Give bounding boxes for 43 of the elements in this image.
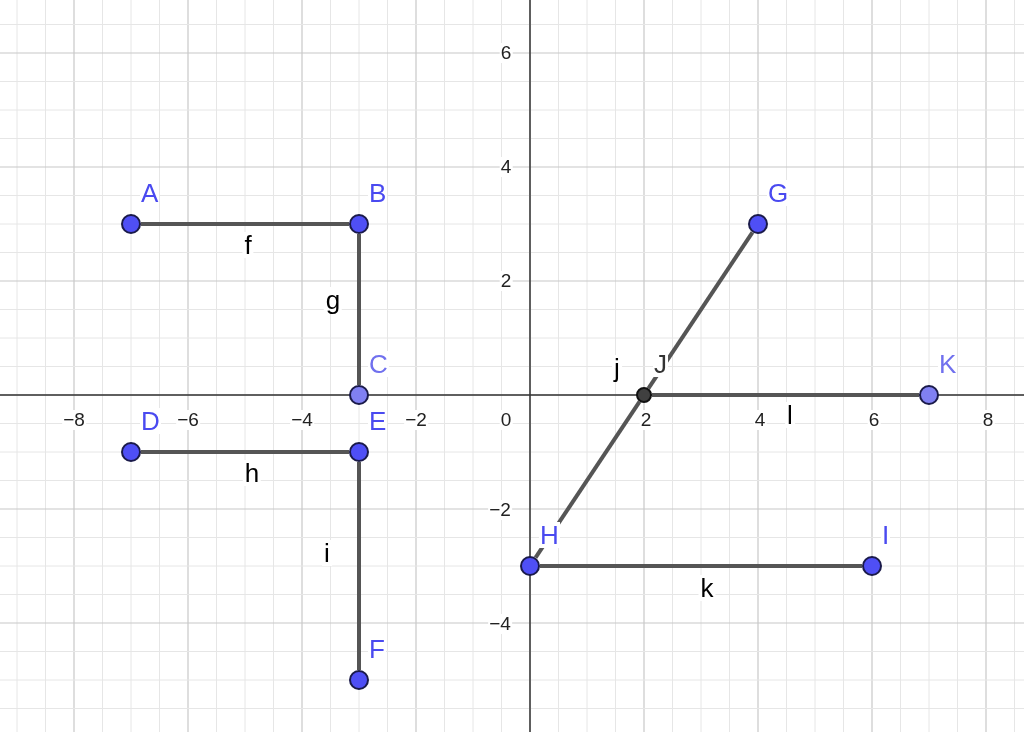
point-marker (121, 442, 141, 462)
tick-label: 0 (499, 410, 513, 430)
point-label: H (539, 522, 560, 548)
tick-label: −6 (176, 410, 200, 430)
line-segment (540, 564, 862, 568)
point-marker (349, 442, 369, 462)
tick-label: 6 (867, 410, 881, 430)
tick-label: 4 (753, 410, 767, 430)
point-marker (349, 214, 369, 234)
point-marker (121, 214, 141, 234)
tick-label: −2 (404, 410, 428, 430)
point-marker (748, 214, 768, 234)
tick-label: 6 (499, 43, 513, 63)
tick-label: 4 (499, 157, 513, 177)
point-marker (862, 556, 882, 576)
point-label: C (368, 351, 389, 377)
segment-label: j (612, 355, 622, 381)
tick-label: −8 (62, 410, 86, 430)
line-segment (141, 222, 349, 226)
line-segment (652, 393, 919, 397)
segment-label: h (242, 460, 262, 486)
point-label: G (767, 180, 790, 206)
point-marker (349, 670, 369, 690)
segment-label: l (785, 402, 795, 428)
segment-label: k (698, 575, 716, 601)
point-label: D (140, 408, 161, 434)
line-segment (646, 231, 755, 390)
tick-label: −2 (488, 500, 512, 520)
point-marker (349, 385, 369, 405)
tick-label: 2 (639, 410, 653, 430)
tick-label: −4 (488, 614, 512, 634)
line-segment (141, 450, 349, 454)
line-segment (357, 462, 361, 670)
segment-label: g (323, 287, 343, 313)
tick-label: −4 (290, 410, 314, 430)
point-marker (636, 387, 652, 403)
segment-label: i (322, 540, 332, 566)
segment-label: f (242, 232, 254, 258)
point-marker (919, 385, 939, 405)
tick-label: 2 (499, 271, 513, 291)
tick-label: 8 (981, 410, 995, 430)
line-segment (357, 234, 361, 385)
point-marker (520, 556, 540, 576)
